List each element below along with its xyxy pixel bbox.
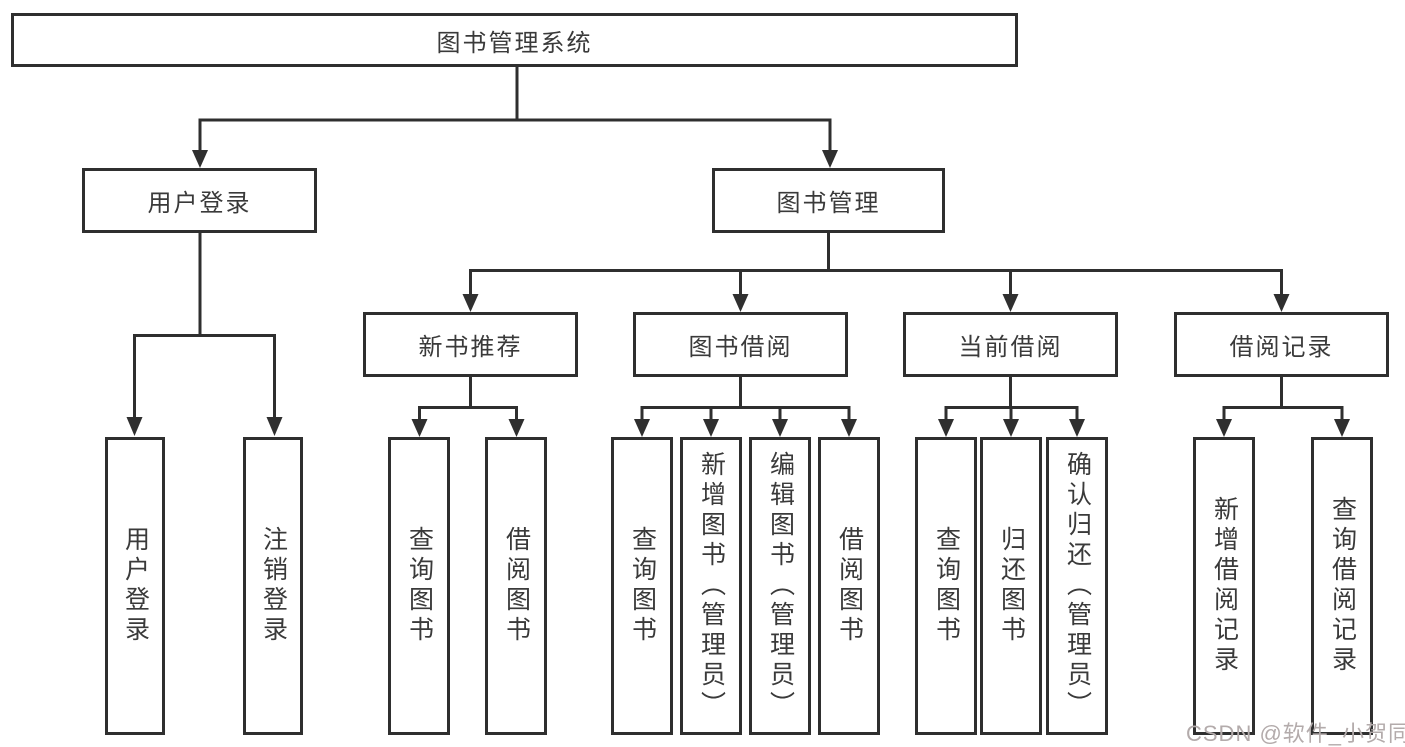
node-label: 查询图书 [405,526,434,646]
node-label: 新增借阅记录 [1210,496,1239,676]
leaf-add-books-admin: 新增图书（管理员） [680,437,742,735]
leaf-edit-books-admin: 编辑图书（管理员） [749,437,811,735]
leaf-query-books: 查询图书 [611,437,673,735]
node-label: 新书推荐 [418,334,523,361]
node-label: 借阅记录 [1229,334,1334,361]
leaf-query-books: 查询图书 [388,437,450,735]
leaf-user-login: 用户登录 [105,437,165,735]
node-label: 当前借阅 [958,334,1063,361]
leaf-logout: 注销登录 [243,437,303,735]
node-label: 图书管理系统 [436,29,593,57]
leaf-borrow-books: 借阅图书 [818,437,880,735]
node-label: 查询图书 [628,526,657,646]
node-label: 新增图书（管理员） [697,451,726,721]
node-label: 编辑图书（管理员） [766,451,795,721]
node-label: 注销登录 [259,526,288,646]
node-library-management-system: 图书管理系统 [11,13,1018,67]
node-label: 借阅图书 [835,526,864,646]
leaf-confirm-return-admin: 确认归还（管理员） [1046,437,1108,735]
node-label: 确认归还（管理员） [1063,451,1092,721]
node-label: 归还图书 [997,526,1026,646]
node-book-borrowing: 图书借阅 [633,312,848,377]
node-label: 用户登录 [147,190,252,217]
node-borrowing-records: 借阅记录 [1174,312,1389,377]
leaf-borrow-books: 借阅图书 [485,437,547,735]
csdn-watermark: CSDN @软件_小贺同学 [1186,721,1405,746]
node-new-book-recommendation: 新书推荐 [363,312,578,377]
node-label: 图书管理 [776,190,881,217]
node-label: 查询图书 [932,526,961,646]
leaf-add-borrow-record: 新增借阅记录 [1193,437,1255,735]
node-user-login-branch: 用户登录 [82,168,317,233]
node-label: 查询借阅记录 [1328,496,1357,676]
node-label: 用户登录 [121,526,150,646]
node-label: 图书借阅 [688,334,793,361]
node-current-borrowing: 当前借阅 [903,312,1118,377]
node-label: 借阅图书 [502,526,531,646]
leaf-return-books: 归还图书 [980,437,1042,735]
leaf-query-borrow-record: 查询借阅记录 [1311,437,1373,735]
leaf-query-books: 查询图书 [915,437,977,735]
node-book-management-branch: 图书管理 [712,168,945,233]
